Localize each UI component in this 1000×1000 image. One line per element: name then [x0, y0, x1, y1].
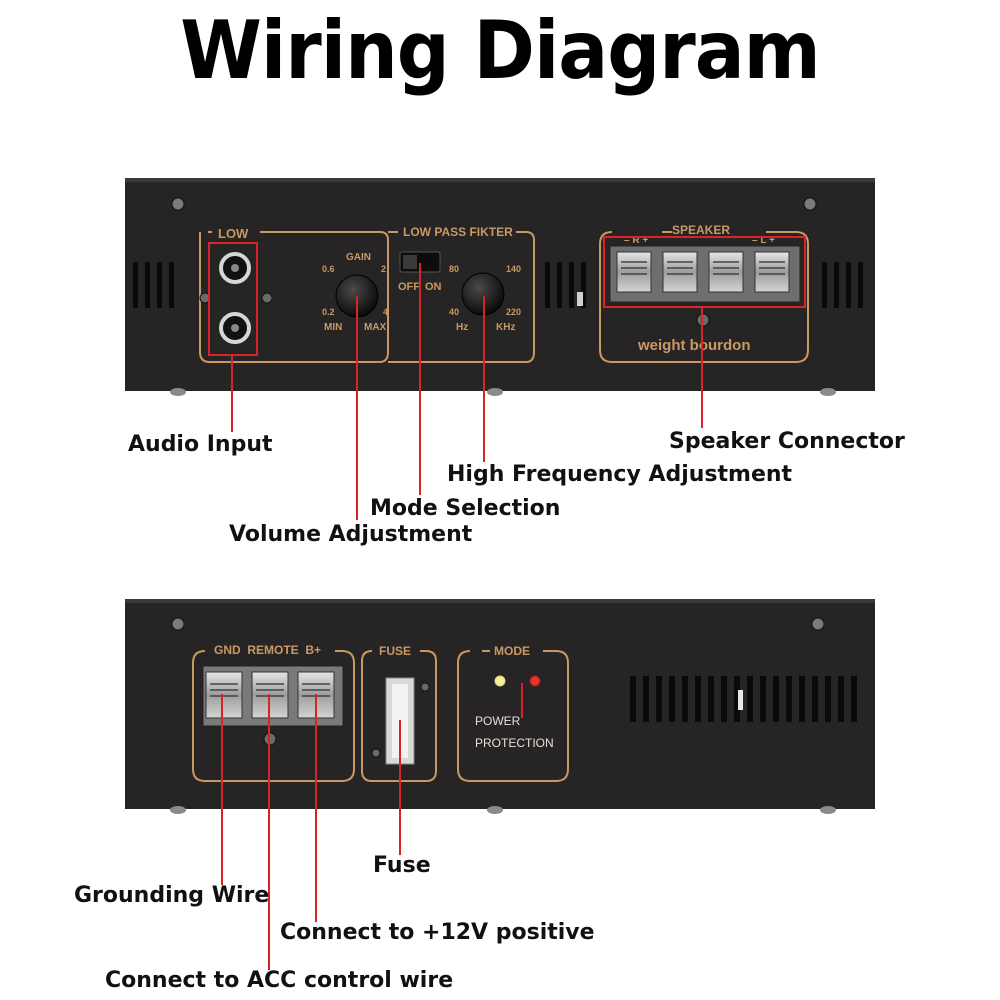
speaker-polarity-r: – R + [624, 235, 648, 246]
terminal-screw-icon [616, 251, 652, 293]
foot-icon [487, 806, 503, 814]
freq-khz: KHz [496, 322, 515, 333]
gain-tick: 0.6 [322, 264, 335, 274]
screw-icon [803, 197, 817, 211]
gain-tick: 4 [383, 307, 388, 317]
top-callout-lines [231, 263, 703, 520]
screw-icon [420, 682, 430, 692]
gain-tick: 2 [381, 264, 386, 274]
top-amplifier-panel: LOW GAIN 0.6 2 0.2 4 MIN MAX LOW PASS FI… [125, 178, 875, 396]
positive-12v-callout: Connect to +12V positive [280, 920, 595, 945]
volume-adjustment-callout: Volume Adjustment [229, 522, 473, 547]
speaker-label: SPEAKER [672, 223, 730, 237]
switch-off-label: OFF [398, 281, 420, 293]
screw-icon [171, 617, 185, 631]
gain-label: GAIN [346, 252, 371, 263]
gain-min: MIN [324, 322, 342, 333]
mode-frame [457, 650, 569, 782]
terminal-screw-icon [205, 671, 243, 719]
vent-slots-bottom [630, 676, 857, 722]
screw-icon [261, 292, 273, 304]
lpf-label: LOW PASS FIKTER [403, 225, 513, 239]
protection-led-label: PROTECTION [475, 736, 554, 750]
fuse-label: FUSE [379, 644, 411, 658]
lpf-frame [388, 231, 535, 363]
speaker-connector-callout: Speaker Connector [669, 429, 905, 454]
power-led-label: POWER [475, 714, 521, 728]
foot-icon [170, 806, 186, 814]
acc-control-callout: Connect to ACC control wire [105, 968, 454, 993]
low-frame [199, 231, 389, 363]
foot-icon [487, 388, 503, 396]
speaker-brand: weight bourdon [637, 337, 750, 354]
gain-tick: 0.2 [322, 307, 335, 317]
speaker-frame [599, 231, 809, 363]
foot-icon [170, 388, 186, 396]
freq-tick: 40 [449, 307, 459, 317]
freq-tick: 220 [506, 307, 521, 317]
power-frame [192, 650, 355, 782]
foot-icon [820, 806, 836, 814]
low-label: LOW [218, 226, 249, 241]
power-led-icon [494, 675, 506, 687]
speaker-connector-highlight [603, 236, 806, 308]
page-title: Wiring Diagram [180, 4, 821, 98]
speaker-terminals [616, 251, 790, 293]
high-frequency-callout: High Frequency Adjustment [447, 462, 793, 487]
freq-tick: 80 [449, 264, 459, 274]
power-terminals-label: GND REMOTE B+ [214, 643, 321, 657]
bottom-callout-lines [221, 683, 523, 970]
freq-hz: Hz [456, 322, 468, 333]
vent-slots-left [133, 262, 174, 308]
vent-slots-right [822, 262, 863, 308]
switch-on-label: ON [425, 281, 442, 293]
top-panel-edge [125, 178, 875, 182]
screw-icon [171, 197, 185, 211]
screw-icon [371, 748, 381, 758]
speaker-polarity-l: – L + [752, 235, 775, 246]
mode-label: MODE [494, 644, 530, 658]
foot-icon [820, 388, 836, 396]
vent-slots-middle [545, 262, 586, 308]
gain-max: MAX [364, 322, 387, 333]
bottom-amplifier-panel: GND REMOTE B+ FUSE MODE POWER PROTECTION [125, 599, 875, 814]
fuse-frame [361, 650, 437, 782]
fuse-callout: Fuse [373, 853, 431, 878]
terminal-screw-icon [708, 251, 744, 293]
terminal-screw-icon [662, 251, 698, 293]
screw-icon [811, 617, 825, 631]
mode-selection-callout: Mode Selection [370, 496, 561, 521]
freq-tick: 140 [506, 264, 521, 274]
terminal-screw-icon [754, 251, 790, 293]
grounding-wire-callout: Grounding Wire [74, 883, 270, 908]
protection-led-icon [529, 675, 541, 687]
audio-input-callout: Audio Input [128, 432, 273, 457]
